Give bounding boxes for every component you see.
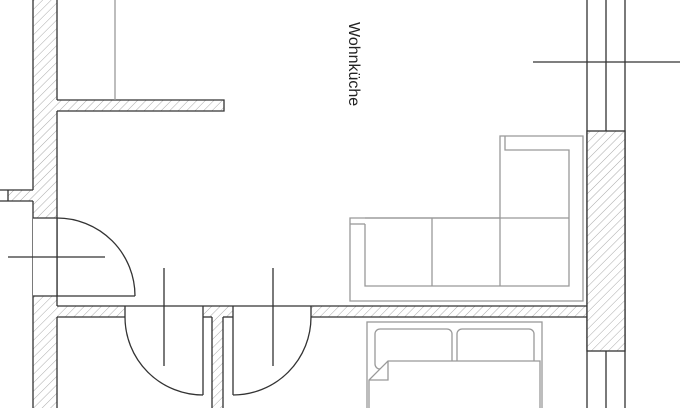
door-right	[232, 268, 312, 396]
right-wall-window	[533, 0, 680, 408]
room-label: Wohnküche	[345, 22, 362, 107]
sofa	[349, 135, 584, 302]
top-partition-wall	[57, 0, 225, 112]
door-left	[124, 268, 204, 396]
bed	[366, 321, 543, 408]
middle-wall	[57, 305, 588, 408]
entrance-door	[8, 217, 136, 297]
left-wall	[0, 0, 58, 408]
